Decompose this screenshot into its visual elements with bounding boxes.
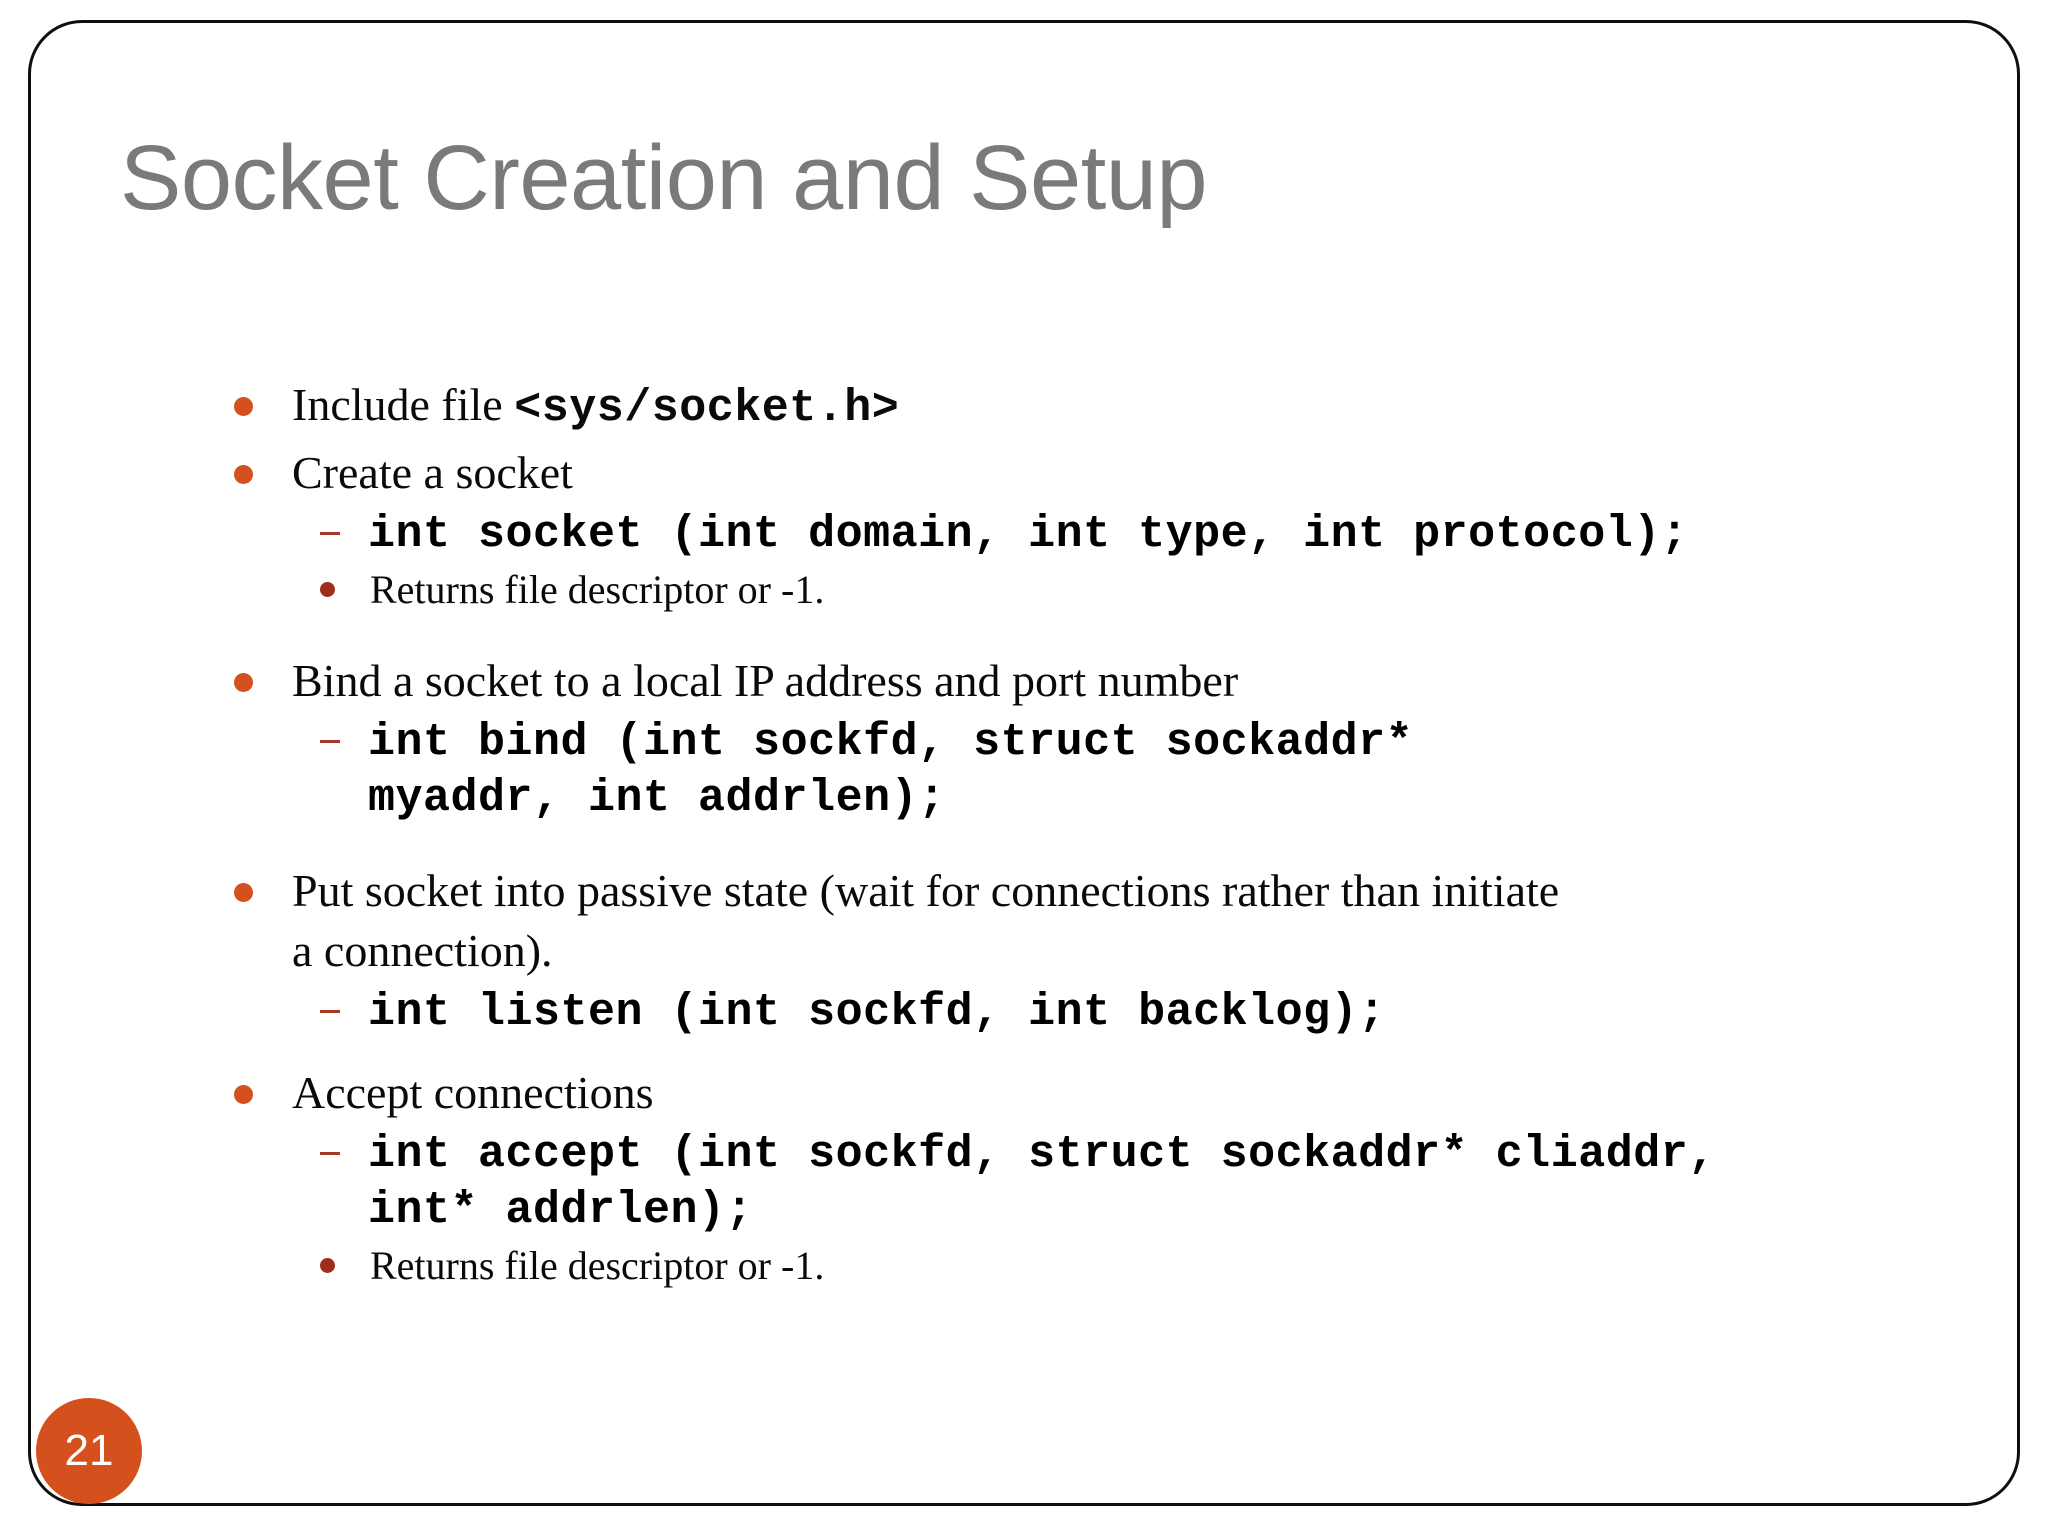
bullet-text: Accept connections [292, 1067, 654, 1118]
bullet-text: Create a socket [292, 447, 573, 498]
bullet-text: Include file [292, 379, 515, 430]
code-text: int socket (int domain, int type, int pr… [368, 509, 1689, 560]
bullet-dot-small-icon [320, 1258, 335, 1273]
slide-body: Include file <sys/socket.h> Create a soc… [210, 375, 1910, 1293]
code-line-listen: int listen (int sockfd, int backlog); [210, 985, 1910, 1041]
bullet-dot-icon [234, 1085, 253, 1104]
code-line-accept: int accept (int sockfd, struct sockaddr*… [210, 1127, 1910, 1239]
note-returns-socket: Returns file descriptor or -1. [210, 563, 1910, 617]
bullet-text: Put socket into passive state (wait for … [292, 865, 1560, 976]
code-text: int bind (int sockfd, struct sockaddr* m… [368, 717, 1414, 824]
list-item: Bind a socket to a local IP address and … [210, 651, 1910, 711]
spacer [210, 827, 1910, 861]
bullet-dot-icon [234, 883, 253, 902]
bullet-dot-icon [234, 465, 253, 484]
dash-marker-icon [320, 740, 340, 743]
list-item: Accept connections [210, 1063, 1910, 1123]
spacer [210, 1041, 1910, 1063]
page-number-badge: 21 [36, 1398, 142, 1504]
code-line-bind: int bind (int sockfd, struct sockaddr* m… [210, 715, 1910, 827]
note-text: Returns file descriptor or -1. [370, 567, 825, 612]
page-number-text: 21 [64, 1426, 114, 1475]
dash-marker-icon [320, 1010, 340, 1013]
code-line-socket: int socket (int domain, int type, int pr… [210, 507, 1910, 563]
spacer [210, 617, 1910, 651]
list-item: Put socket into passive state (wait for … [210, 861, 1910, 981]
list-item: Create a socket [210, 443, 1910, 503]
page-title: Socket Creation and Setup [120, 127, 1208, 229]
note-returns-accept: Returns file descriptor or -1. [210, 1239, 1910, 1293]
code-text: int accept (int sockfd, struct sockaddr*… [368, 1129, 1716, 1236]
code-text: int listen (int sockfd, int backlog); [368, 987, 1386, 1038]
code-inline-include: <sys/socket.h> [514, 383, 900, 434]
dash-marker-icon [320, 532, 340, 535]
dash-marker-icon [320, 1152, 340, 1155]
note-text: Returns file descriptor or -1. [370, 1243, 825, 1288]
bullet-dot-small-icon [320, 582, 335, 597]
bullet-dot-icon [234, 397, 253, 416]
bullet-text: Bind a socket to a local IP address and … [292, 655, 1239, 706]
list-item: Include file <sys/socket.h> [210, 375, 1910, 439]
bullet-dot-icon [234, 673, 253, 692]
